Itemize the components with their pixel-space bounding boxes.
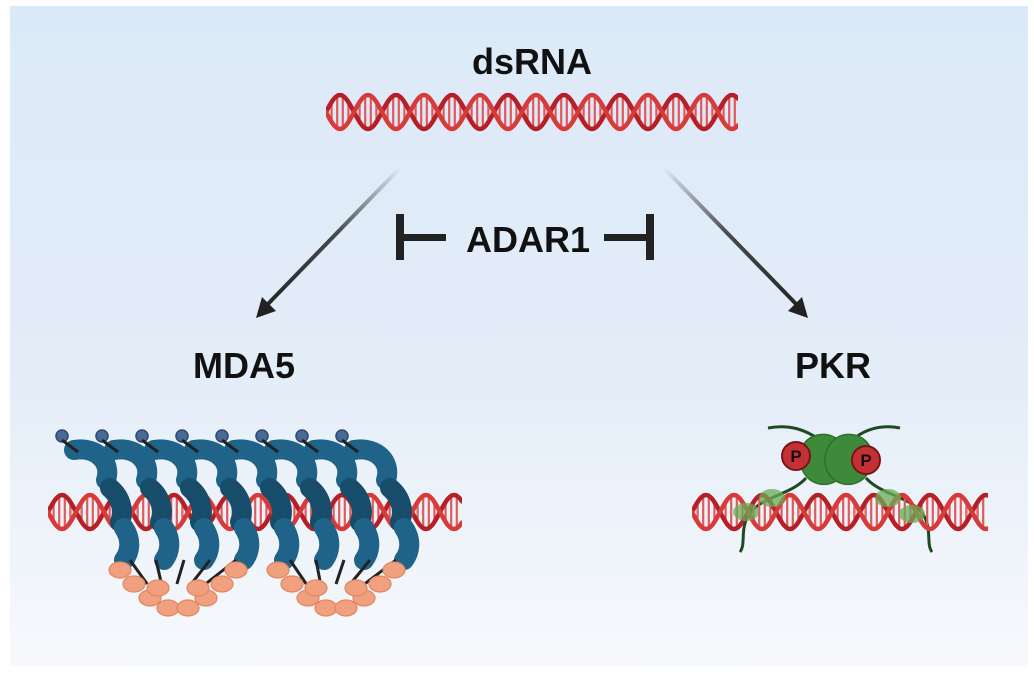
inhibition-bar-left [396,214,446,260]
pkr-label: PKR [795,345,872,386]
phospho-right-label: P [860,451,871,470]
phospho-left-label: P [790,447,801,466]
dsrna-helix-pkr [692,492,988,532]
arrow-to-mda5 [256,166,402,318]
phospho-left-badge: P [781,441,811,471]
arrow-to-pkr [662,166,808,318]
dsrna-helix-top [326,92,738,132]
inhibition-bar-right [604,214,654,260]
mda5-filament [48,429,462,617]
phospho-right-badge: P [851,445,881,475]
dsrna-title: dsRNA [472,41,593,82]
adar1-label: ADAR1 [466,219,591,260]
mda5-label: MDA5 [193,345,296,386]
